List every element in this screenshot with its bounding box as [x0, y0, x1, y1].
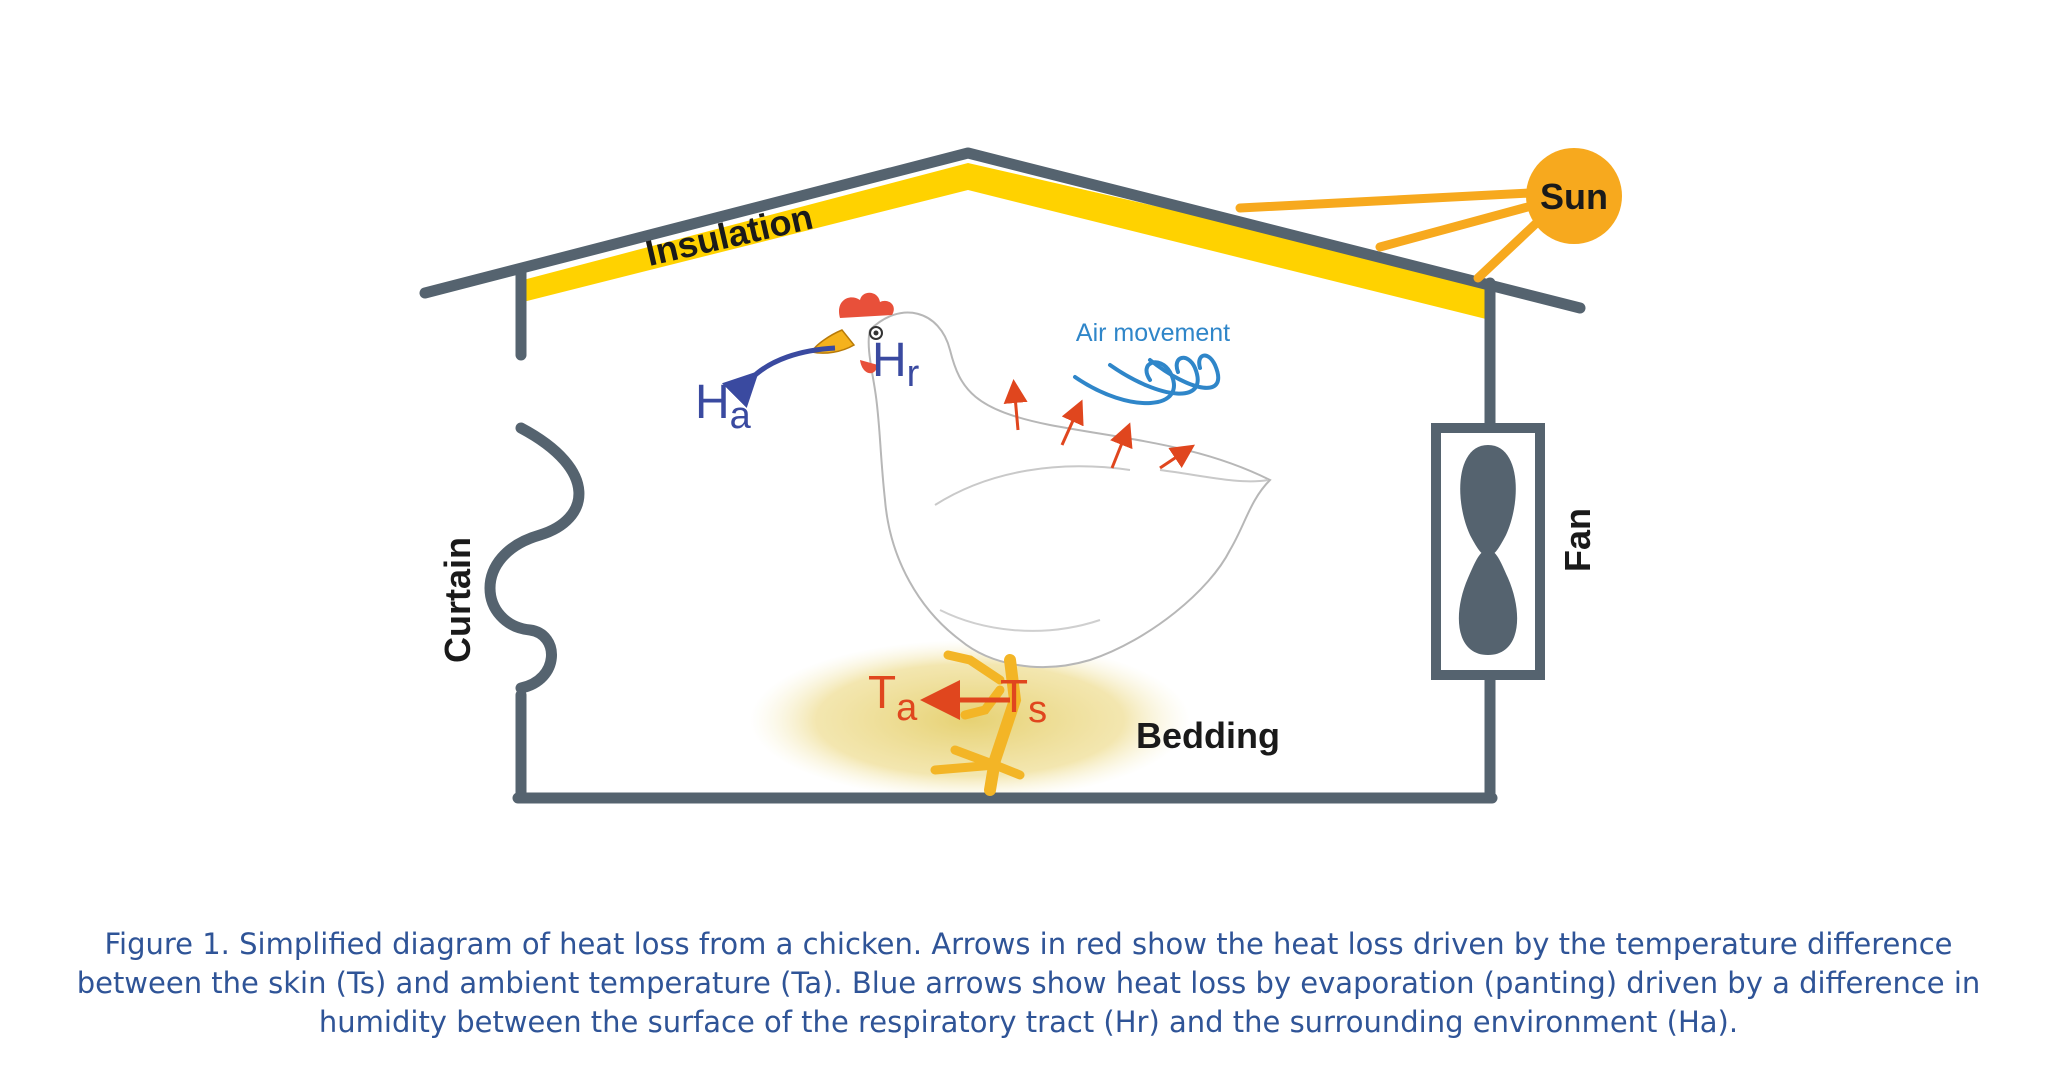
hr-symbol: Hr: [872, 334, 920, 395]
curtain-label: Curtain: [437, 537, 478, 663]
ta-symbol-sub: a: [896, 687, 918, 729]
ts-symbol-sub: s: [1028, 689, 1047, 731]
curtain: [484, 422, 585, 694]
ha-symbol: Ha: [695, 376, 752, 437]
ts-symbol: Ts: [1000, 670, 1047, 731]
hr-to-ha-arrow: [721, 345, 836, 409]
insulation-label: Insulation: [642, 196, 817, 274]
ta-symbol: Ta: [868, 666, 918, 729]
bedding-label: Bedding: [1136, 715, 1280, 756]
sun-icon: [1235, 148, 1622, 283]
fan-icon: [1431, 423, 1545, 680]
ha-symbol-main: H: [695, 376, 730, 429]
air-movement-label: Air movement: [1076, 319, 1230, 347]
ta-symbol-main: T: [868, 666, 896, 718]
bedding-patch: [750, 640, 1190, 800]
ha-symbol-sub: a: [730, 395, 752, 437]
fan-label: Fan: [1557, 508, 1598, 572]
air-movement-icon: [1073, 353, 1221, 405]
sun-label: Sun: [1540, 176, 1608, 217]
chicken-illustration: [810, 292, 1272, 796]
figure-caption: Figure 1. Simplified diagram of heat los…: [76, 927, 1981, 1039]
skin-heat-arrows: [1003, 379, 1195, 470]
ts-symbol-main: T: [1000, 670, 1028, 722]
roof: [419, 147, 1586, 314]
hr-symbol-main: H: [872, 334, 907, 387]
hr-symbol-sub: r: [907, 353, 920, 395]
